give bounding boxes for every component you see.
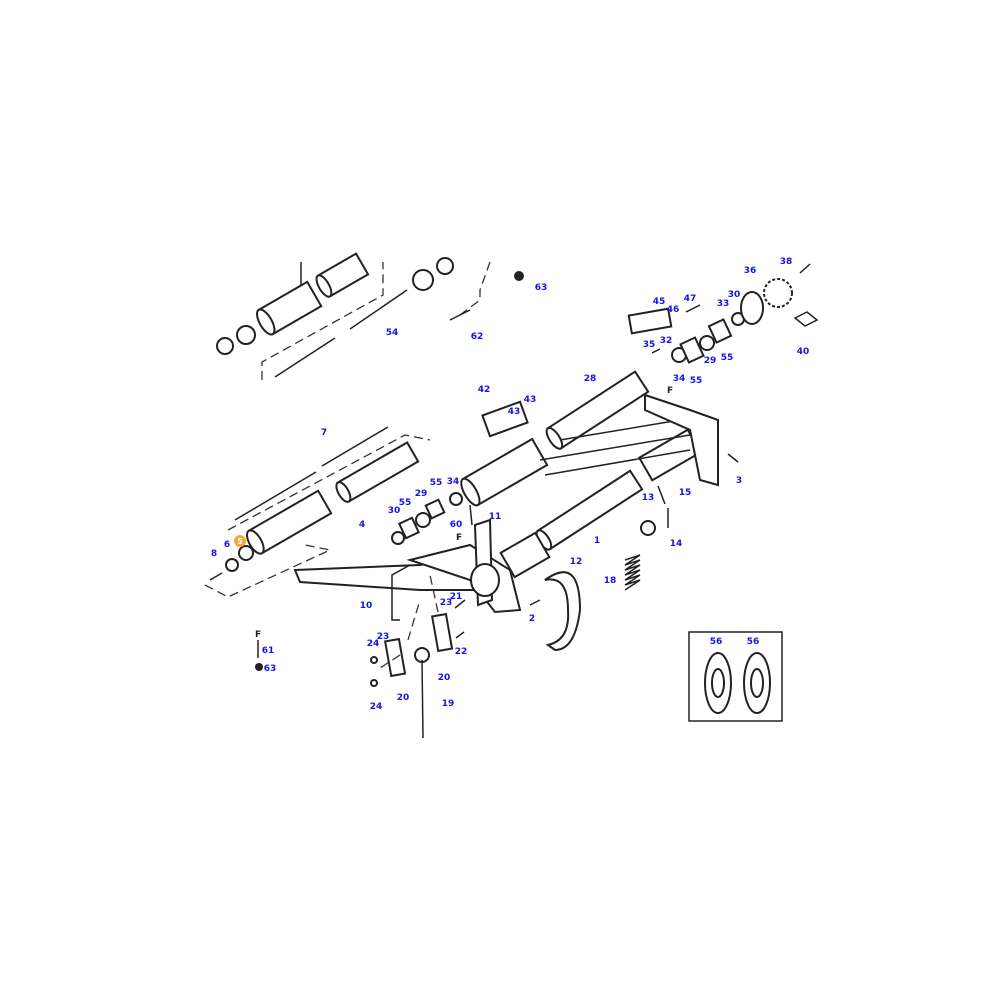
callout[interactable]: 6 [224, 540, 230, 550]
callout[interactable]: 33 [717, 299, 730, 309]
callout[interactable]: 13 [642, 493, 655, 503]
left-rollers [204, 426, 431, 598]
callout[interactable]: 56 [747, 637, 760, 647]
callout[interactable]: 24 [370, 702, 383, 712]
callout[interactable]: 11 [489, 512, 502, 522]
callout[interactable]: 30 [728, 290, 741, 300]
callout[interactable]: 55 [690, 376, 703, 386]
callout[interactable]: 45 [653, 297, 666, 307]
callout[interactable]: 38 [780, 257, 793, 267]
callout[interactable]: 60 [450, 520, 463, 530]
callout[interactable]: 63 [264, 664, 277, 674]
callout[interactable]: 18 [604, 576, 617, 586]
belt-and-spring [529, 453, 739, 652]
callout[interactable]: 20 [397, 693, 410, 703]
main-frame [293, 370, 719, 621]
callout[interactable]: 1 [594, 536, 600, 546]
upper-roller-assembly [216, 252, 524, 380]
callout[interactable]: 20 [438, 673, 451, 683]
callout[interactable]: 3 [736, 476, 742, 486]
callout[interactable]: 46 [667, 305, 680, 315]
callout[interactable]: 55 [399, 498, 412, 508]
flag-label: F [667, 386, 673, 396]
callout[interactable]: 7 [321, 428, 327, 438]
callout[interactable]: 55 [721, 353, 734, 363]
callout[interactable]: 8 [211, 549, 217, 559]
callout[interactable]: 62 [471, 332, 484, 342]
callout[interactable]: 42 [478, 385, 491, 395]
inset-box [688, 631, 783, 722]
callout[interactable]: 32 [660, 336, 673, 346]
callout[interactable]: 63 [535, 283, 548, 293]
callout[interactable]: 35 [643, 340, 656, 350]
callout[interactable]: 4 [359, 520, 365, 530]
flag-label: F [255, 630, 261, 640]
callout[interactable]: 29 [704, 356, 717, 366]
callout[interactable]: 15 [679, 488, 692, 498]
nut-icon [514, 271, 524, 281]
callout[interactable]: 61 [262, 646, 275, 656]
callout[interactable]: 21 [450, 592, 463, 602]
callout[interactable]: 47 [684, 294, 697, 304]
callout[interactable]: 43 [524, 395, 537, 405]
callout[interactable]: 10 [360, 601, 373, 611]
callout[interactable]: 29 [415, 489, 428, 499]
callout[interactable]: 56 [710, 637, 723, 647]
callout[interactable]: 14 [670, 539, 683, 549]
callout[interactable]: 23 [440, 598, 453, 608]
callout[interactable]: 23 [377, 632, 390, 642]
callout[interactable]: 36 [744, 266, 757, 276]
callout[interactable]: 2 [529, 614, 535, 624]
callout[interactable]: 55 [430, 478, 443, 488]
flag-label: F [456, 533, 462, 543]
callout[interactable]: 54 [386, 328, 399, 338]
callout[interactable]: 43 [508, 407, 521, 417]
drive-assembly [627, 263, 819, 364]
callout[interactable]: 30 [388, 506, 401, 516]
callout[interactable]: 12 [570, 557, 583, 567]
callout[interactable]: 28 [584, 374, 597, 384]
callout[interactable]: 22 [455, 647, 468, 657]
bearing-parts [391, 492, 473, 545]
lower-linkage [255, 574, 466, 739]
callout-5[interactable]: 5 [237, 537, 243, 546]
callout[interactable]: 34 [673, 374, 686, 384]
callout[interactable]: 19 [442, 699, 455, 709]
callout[interactable]: 34 [447, 477, 460, 487]
callout[interactable]: 24 [367, 639, 380, 649]
callout[interactable]: 40 [797, 347, 810, 357]
selected-callout-marker[interactable] [234, 535, 246, 547]
